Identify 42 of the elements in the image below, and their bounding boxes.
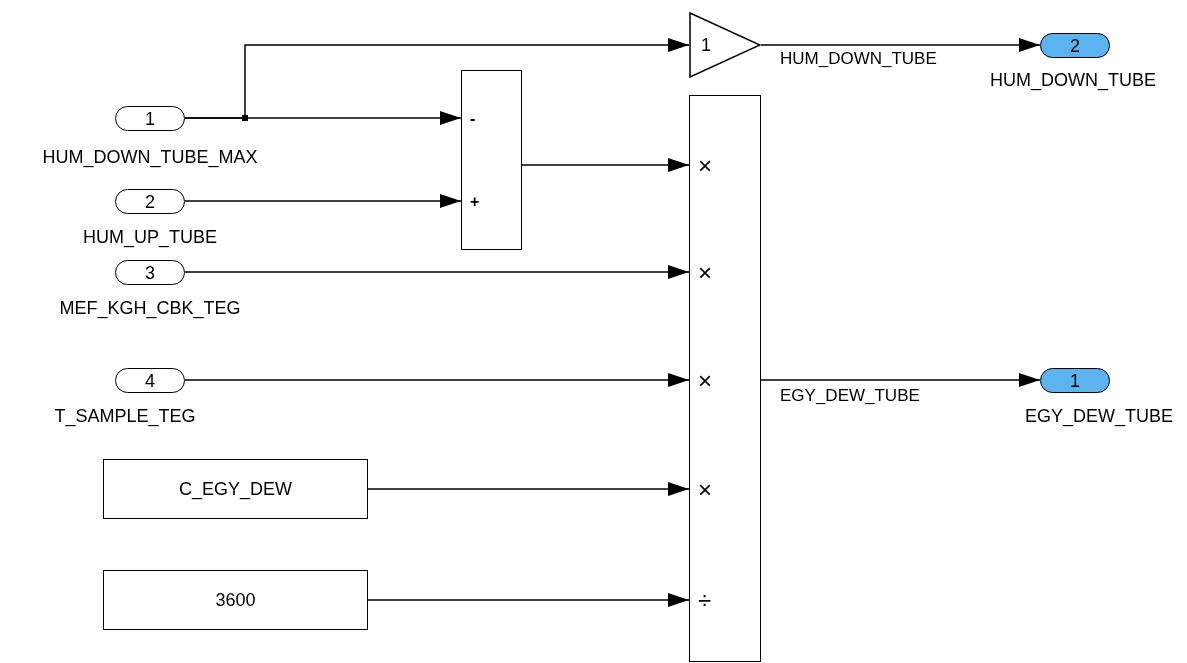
outport-block — [1040, 33, 1110, 58]
operator-sign: × — [698, 261, 712, 285]
operator-sign: × — [698, 154, 712, 178]
signal-arrow — [184, 265, 690, 279]
port-label: HUM_UP_TUBE — [83, 226, 217, 249]
gain-block — [689, 12, 761, 78]
signal-arrow — [184, 38, 690, 119]
sum-block — [461, 70, 522, 250]
port-number: 1 — [1070, 371, 1080, 390]
signal-arrow — [367, 482, 690, 496]
signal-arrow — [760, 373, 1041, 387]
signal-arrow — [184, 373, 690, 387]
inport-block — [115, 106, 185, 131]
signal-arrow — [367, 593, 690, 607]
operator-sign: × — [698, 478, 712, 502]
constant-value: 3600 — [215, 588, 256, 612]
signal-arrow — [521, 158, 690, 172]
port-label: MEF_KGH_CBK_TEG — [59, 297, 241, 320]
constant-value: C_EGY_DEW — [179, 477, 292, 502]
port-number: 1 — [145, 109, 155, 128]
signal-arrow — [184, 194, 462, 208]
port-label: HUM_DOWN_TUBE_MAX — [42, 146, 258, 169]
outport-block — [1040, 368, 1110, 393]
operator-sign: × — [698, 369, 712, 393]
port-number: 4 — [145, 371, 155, 390]
port-number: 2 — [1070, 36, 1080, 55]
operator-sign: ÷ — [698, 589, 712, 613]
port-label: T_SAMPLE_TEG — [54, 405, 196, 428]
port-number: 2 — [145, 192, 155, 211]
gain-value: 1 — [701, 33, 711, 57]
product-block — [689, 95, 761, 662]
signal-arrow — [760, 38, 1041, 52]
port-number: 3 — [145, 263, 155, 282]
port-label: HUM_DOWN_TUBE — [990, 69, 1156, 92]
constant-block — [103, 459, 368, 519]
constant-block — [103, 570, 368, 630]
inport-block — [115, 368, 185, 393]
port-label: EGY_DEW_TUBE — [1025, 405, 1173, 428]
operator-sign: + — [470, 194, 480, 210]
inport-block — [115, 189, 185, 214]
inport-block — [115, 260, 185, 285]
operator-sign: - — [470, 111, 476, 127]
